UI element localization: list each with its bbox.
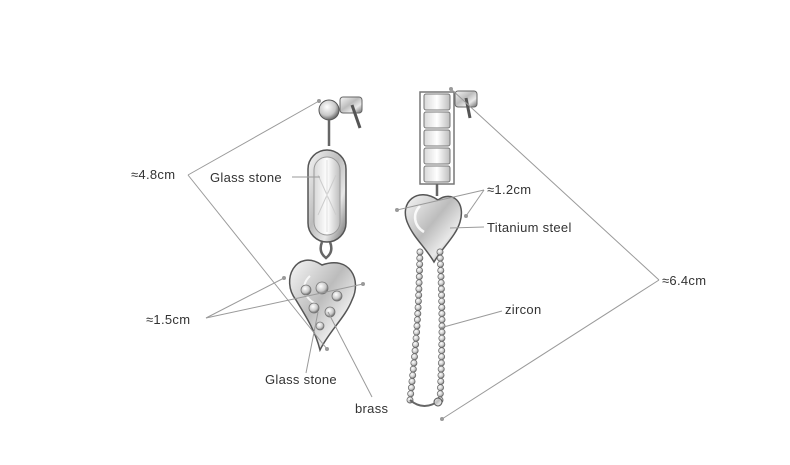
callout-lines: [187, 88, 660, 420]
zircon-bead: [438, 347, 446, 355]
baguette-stone-stack: [419, 91, 455, 185]
zircon-bead: [438, 341, 446, 348]
zircon-bead: [436, 254, 444, 262]
zircon-bead: [415, 291, 423, 299]
zircon-bead: [437, 378, 445, 385]
zircon-bead: [438, 316, 446, 324]
zircon-bead: [413, 322, 421, 330]
zircon-bead: [413, 328, 421, 336]
zircon-bead: [407, 384, 415, 392]
left-earring-stud: [318, 99, 340, 121]
heart-stone: [331, 290, 343, 302]
zircon-bead: [437, 359, 445, 367]
left-bottom-stone-label: Glass stone: [265, 372, 337, 387]
left-top-stone-label: Glass stone: [210, 170, 282, 185]
zircon-bead: [437, 267, 445, 274]
zircon-bead: [437, 279, 445, 287]
zircon-bead: [414, 304, 422, 311]
zircon-bead: [416, 248, 424, 256]
zircon-bead: [438, 304, 446, 311]
zircon-bead: [412, 341, 420, 348]
left-earring: [288, 96, 363, 353]
zircon-bead: [410, 359, 418, 367]
zircon-bead: [438, 310, 446, 318]
zircon-bead: [438, 322, 446, 330]
zircon-bead: [438, 353, 446, 361]
zircon-bead: [438, 297, 446, 305]
heart-stone: [300, 284, 312, 296]
zircon-bead: [437, 285, 445, 293]
zircon-bead: [415, 273, 423, 281]
zircon-bead: [437, 273, 445, 281]
left-metal-label: brass: [355, 401, 389, 416]
zircon-bead: [416, 254, 424, 262]
zircon-bead: [414, 297, 422, 305]
left-earring-back: [339, 96, 363, 114]
heart-stone: [315, 281, 329, 295]
zircon-bead: [437, 384, 444, 392]
zircon-bead: [438, 334, 446, 342]
zircon-bead: [407, 390, 415, 398]
zircon-bead: [415, 285, 423, 293]
left-heart-pendant: [288, 259, 357, 353]
zircon-bead: [438, 291, 446, 299]
heart-stone: [315, 321, 325, 331]
zircon-bead: [411, 347, 419, 355]
zircon-bead: [409, 371, 417, 379]
callout-dots: [282, 87, 468, 421]
zircon-bead: [437, 371, 445, 379]
zircon-bead: [408, 378, 416, 385]
zircon-chains: [406, 248, 446, 407]
zircon-bead: [436, 248, 444, 256]
zircon-bead: [411, 353, 418, 361]
zircon-bead: [413, 316, 421, 324]
right-heart-charm: [404, 194, 463, 264]
zircon-bead: [415, 279, 423, 287]
right-chain-label: zircon: [505, 302, 542, 317]
right-heart-width-label: ≈1.2cm: [487, 182, 532, 197]
right-length-label: ≈6.4cm: [662, 273, 707, 288]
zircon-bead: [412, 334, 420, 342]
zircon-bead: [416, 260, 424, 268]
right-earring: [404, 90, 478, 407]
zircon-bead: [436, 390, 444, 398]
zircon-bead: [416, 267, 423, 274]
heart-stone: [308, 302, 320, 314]
zircon-bead: [409, 365, 417, 373]
zircon-bead: [414, 310, 422, 318]
zircon-bead: [437, 260, 444, 268]
zircon-bead: [437, 365, 445, 373]
heart-stone: [324, 306, 336, 318]
left-length-label: ≈4.8cm: [131, 167, 176, 182]
right-metal-label: Titanium steel: [487, 220, 572, 235]
zircon-bead: [438, 328, 446, 336]
left-heart-width-label: ≈1.5cm: [146, 312, 191, 327]
